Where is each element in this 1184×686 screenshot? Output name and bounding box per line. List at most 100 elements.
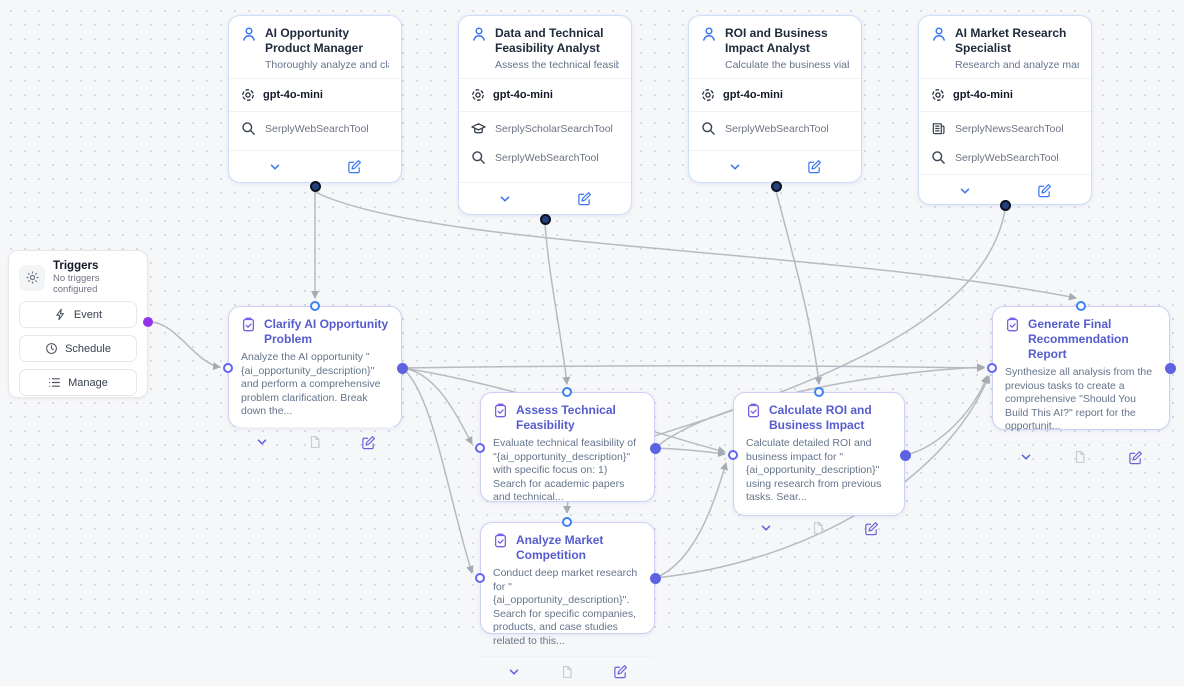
gear-icon — [19, 264, 45, 291]
task-title: Assess Technical Feasibility — [516, 403, 616, 432]
edit-agent-button[interactable] — [807, 159, 822, 174]
event-trigger-label: Event — [73, 308, 103, 321]
expand-agent-button[interactable] — [728, 160, 742, 174]
agent-card-ai-market-research-specialist[interactable]: AI Market Research Specialist Research a… — [918, 15, 1092, 205]
agent-tool-row: SerplyWebSearchTool — [229, 114, 401, 143]
schedule-trigger-button[interactable]: Schedule — [19, 335, 137, 362]
clarify-context-input-handle[interactable] — [223, 363, 233, 373]
expand-task-button[interactable] — [255, 435, 269, 449]
task-card-calculate-roi-business-impact[interactable]: Calculate ROI and Business Impact Calcul… — [733, 392, 905, 535]
clarify-agent-input-handle[interactable] — [310, 301, 320, 311]
analyze-output-handle[interactable] — [649, 572, 661, 584]
manage-triggers-label: Manage — [68, 376, 108, 389]
agent-description: Research and analyze market... — [955, 59, 1079, 71]
task-title: Calculate ROI and Business Impact — [769, 403, 872, 432]
task-card-clarify-ai-opportunity-problem[interactable]: Clarify AI Opportunity Problem Analyze t… — [228, 306, 402, 449]
edit-task-button[interactable] — [864, 521, 879, 536]
user-icon — [471, 26, 487, 42]
expand-agent-button[interactable] — [498, 192, 512, 206]
roi-output-handle[interactable] — [899, 449, 911, 461]
openai-icon — [701, 88, 715, 102]
roi-agent-input-handle[interactable] — [814, 387, 824, 397]
assess-agent-input-handle[interactable] — [562, 387, 572, 397]
clipboard-check-icon — [746, 403, 761, 418]
expand-task-button[interactable] — [1019, 450, 1033, 464]
agent-model: gpt-4o-mini — [953, 89, 1013, 101]
edge-agent-roi-to-roi-task[interactable] — [775, 190, 823, 385]
user-icon — [241, 26, 257, 42]
agent-model: gpt-4o-mini — [493, 89, 553, 101]
task-card-assess-technical-feasibility[interactable]: Assess Technical Feasibility Evaluate te… — [480, 392, 655, 535]
agent-title: ROI and Business Impact Analyst — [725, 26, 828, 55]
agent-model: gpt-4o-mini — [723, 89, 783, 101]
edge-assess-to-roi[interactable] — [654, 447, 726, 458]
agent-tool-name: SerplyWebSearchTool — [955, 151, 1059, 164]
analyze-context-input-handle[interactable] — [475, 573, 485, 583]
news-icon — [931, 121, 946, 136]
agent-card-roi-business-impact-analyst[interactable]: ROI and Business Impact Analyst Calculat… — [688, 15, 862, 183]
edge-analyze-to-roi[interactable] — [654, 462, 728, 579]
agent-pm-output-handle[interactable] — [309, 180, 321, 192]
task-output-file-icon[interactable] — [1073, 450, 1087, 464]
task-description: Conduct deep market research for "{ai_op… — [493, 567, 638, 647]
agent-card-ai-opportunity-product-manager[interactable]: AI Opportunity Product Manager Thoroughl… — [228, 15, 402, 183]
user-icon — [931, 26, 947, 42]
agent-tool-row: SerplyScholarSearchTool — [459, 114, 631, 143]
agent-tool-name: SerplyWebSearchTool — [265, 122, 369, 135]
clipboard-check-icon — [241, 317, 256, 332]
task-output-file-icon[interactable] — [308, 435, 322, 449]
generate-output-handle[interactable] — [1164, 362, 1176, 374]
manage-triggers-button[interactable]: Manage — [19, 369, 137, 396]
assess-output-handle[interactable] — [649, 442, 661, 454]
edit-task-button[interactable] — [1128, 450, 1143, 465]
generate-agent-input-handle[interactable] — [1076, 301, 1086, 311]
generate-context-input-handle[interactable] — [987, 363, 997, 373]
triggers-title: Triggers — [53, 260, 99, 272]
task-description: Evaluate technical feasibility of "{ai_o… — [493, 437, 636, 503]
agent-tool-row: SerplyWebSearchTool — [459, 143, 631, 172]
agent-tool-name: SerplyNewsSearchTool — [955, 122, 1064, 135]
scholar-icon — [471, 121, 486, 136]
task-card-analyze-market-competition[interactable]: Analyze Market Competition Conduct deep … — [480, 522, 655, 679]
search-icon — [931, 150, 946, 165]
edge-agent-pm-to-generate[interactable] — [314, 191, 1077, 301]
edit-task-button[interactable] — [361, 435, 376, 450]
list-icon — [48, 376, 61, 389]
edit-agent-button[interactable] — [577, 191, 592, 206]
expand-agent-button[interactable] — [958, 184, 972, 198]
agent-tool-name: SerplyWebSearchTool — [495, 151, 599, 164]
roi-context-input-handle[interactable] — [728, 450, 738, 460]
trigger-output-handle[interactable] — [143, 317, 153, 327]
search-icon — [241, 121, 256, 136]
task-card-generate-final-recommendation-report[interactable]: Generate Final Recommendation Report Syn… — [992, 306, 1170, 464]
edit-agent-button[interactable] — [347, 159, 362, 174]
clarify-output-handle[interactable] — [396, 362, 408, 374]
expand-task-button[interactable] — [507, 665, 521, 679]
agent-card-data-technical-feasibility-analyst[interactable]: Data and Technical Feasibility Analyst A… — [458, 15, 632, 215]
edge-clarify-to-generate[interactable] — [401, 363, 985, 372]
agent-tool-name: SerplyWebSearchTool — [725, 122, 829, 135]
edge-clarify-to-assess[interactable] — [401, 367, 473, 445]
edit-agent-button[interactable] — [1037, 183, 1052, 198]
assess-context-input-handle[interactable] — [475, 443, 485, 453]
edge-trigger-to-clarify[interactable] — [149, 321, 221, 371]
event-trigger-button[interactable]: Event — [19, 301, 137, 328]
expand-task-button[interactable] — [759, 521, 773, 535]
agent-data-output-handle[interactable] — [539, 213, 551, 225]
edge-clarify-to-analyze[interactable] — [401, 367, 474, 574]
agent-roi-output-handle[interactable] — [770, 180, 782, 192]
schedule-trigger-label: Schedule — [65, 342, 111, 355]
edge-roi-to-generate[interactable] — [904, 375, 989, 456]
agent-market-output-handle[interactable] — [999, 199, 1011, 211]
expand-agent-button[interactable] — [268, 160, 282, 174]
agent-title: Data and Technical Feasibility Analyst — [495, 26, 604, 55]
clipboard-check-icon — [493, 533, 508, 548]
openai-icon — [241, 88, 255, 102]
agent-tool-name: SerplyScholarSearchTool — [495, 122, 613, 135]
task-output-file-icon[interactable] — [560, 665, 574, 679]
task-output-file-icon[interactable] — [811, 521, 825, 535]
edit-task-button[interactable] — [613, 664, 628, 679]
triggers-panel: Triggers No triggers configured Event Sc… — [8, 250, 148, 398]
agent-tool-row: SerplyWebSearchTool — [919, 143, 1091, 172]
analyze-agent-input-handle[interactable] — [562, 517, 572, 527]
